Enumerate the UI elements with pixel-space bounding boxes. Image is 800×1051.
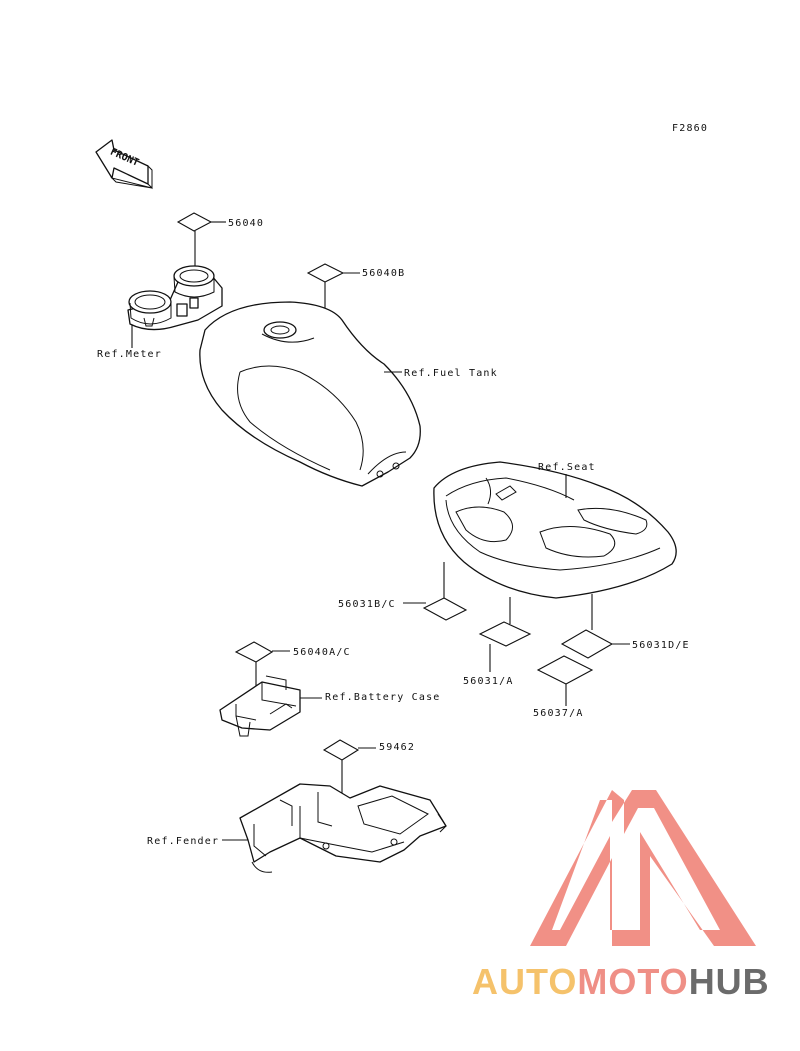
- decal-56037-a: [536, 655, 594, 706]
- label-59462: 59462: [379, 742, 415, 753]
- label-56040: 56040: [228, 218, 264, 229]
- decal-56031-a: [478, 597, 532, 672]
- fuel-tank: [199, 301, 421, 487]
- rear-fender: [239, 783, 447, 873]
- label-56040b: 56040B: [362, 268, 405, 279]
- figure-code: F2860: [672, 123, 708, 134]
- label-56037-a: 56037/A: [533, 708, 584, 719]
- label-ref-fender: Ref.Fender: [147, 836, 219, 847]
- automotohub-watermark: AUTOMOTOHUB: [472, 790, 770, 1002]
- decal-56031b-c: [403, 562, 468, 621]
- label-ref-seat: Ref.Seat: [538, 462, 596, 473]
- label-56031-a: 56031/A: [463, 676, 514, 687]
- decal-56040: [176, 212, 226, 266]
- seat: [433, 461, 677, 599]
- front-arrow-icon: FRONT: [95, 139, 153, 190]
- watermark-text: AUTOMOTOHUB: [472, 961, 770, 1002]
- battery-case: [219, 675, 301, 737]
- label-56031b-c: 56031B/C: [338, 599, 396, 610]
- meter-assembly: [127, 265, 223, 331]
- label-56040a-c: 56040A/C: [293, 647, 351, 658]
- label-ref-meter: Ref.Meter: [97, 349, 162, 360]
- watermark-auto: AUTO: [472, 961, 577, 1002]
- watermark-moto: MOTO: [577, 961, 688, 1002]
- watermark-hub: HUB: [689, 961, 770, 1002]
- watermark-logo-icon: [530, 790, 756, 946]
- label-56031d-e: 56031D/E: [632, 640, 690, 651]
- label-ref-battery-case: Ref.Battery Case: [325, 692, 441, 703]
- decal-56031d-e: [560, 594, 630, 659]
- label-ref-fuel-tank: Ref.Fuel Tank: [404, 368, 498, 379]
